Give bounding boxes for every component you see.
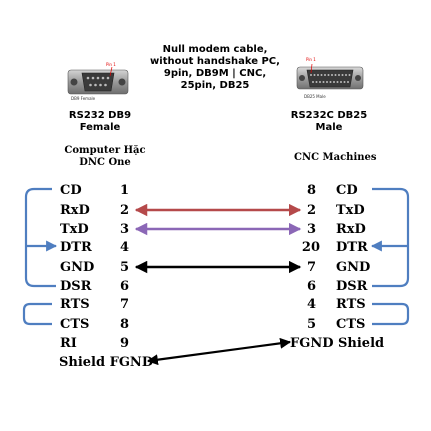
db9-name: RS232 DB9	[68, 110, 132, 121]
left-shield-label: Shield FGND	[59, 355, 153, 370]
db9-image-caption: DB9 Female	[71, 96, 96, 101]
right-pin-number-20: 20	[302, 240, 320, 255]
left-rts-cts-loop	[22, 302, 52, 326]
right-pin-number-4: 4	[307, 297, 316, 312]
right-signal-dtr: DTR	[336, 240, 368, 255]
db9-pin1-marker: Pin 1	[106, 62, 116, 67]
right-device-label: CNC Machines	[294, 152, 377, 163]
left-signal-cd: CD	[60, 183, 82, 198]
left-signal-gnd: GND	[60, 260, 94, 275]
right-pin-number-5: 5	[307, 317, 316, 332]
right-pin-number-8: 8	[307, 183, 316, 198]
left-device-label: Computer Hặc DNC One	[60, 145, 150, 169]
left-pin-number-1: 1	[120, 183, 129, 198]
db25-connector-label: RS232C DB25 Male	[286, 110, 372, 134]
left-device-label-line1: Computer Hặc	[64, 145, 146, 156]
left-signal-rxd: RxD	[60, 203, 90, 218]
shield-link	[146, 337, 292, 366]
left-pin-number-5: 5	[120, 260, 129, 275]
left-pin-number-6: 6	[120, 279, 129, 294]
right-signal-txd: TxD	[336, 203, 365, 218]
right-rts-cts-loop	[372, 302, 410, 326]
db25-name: RS232C DB25	[290, 110, 368, 121]
left-pin-number-8: 8	[120, 317, 129, 332]
left-signal-dtr: DTR	[60, 240, 92, 255]
right-cd-dtr-dsr-loop	[372, 187, 410, 288]
db9-connector-label: RS232 DB9 Female	[60, 110, 140, 134]
right-pin-number-6: 6	[307, 279, 316, 294]
db25-connector-image	[296, 62, 366, 102]
right-pin-number-3: 3	[307, 222, 316, 237]
left-pin-list: CD 1 RxD 2 TxD 3 DTR 4 GND 5 DSR 6 RTS 7…	[59, 183, 153, 370]
left-pin-number-9: 9	[120, 336, 129, 351]
left-device-label-line2: DNC One	[79, 157, 131, 168]
right-pin-list: 8 CD 2 TxD 3 RxD 20 DTR 7 GND 6 DSR 4 RT…	[290, 183, 384, 351]
left-signal-ri: RI	[60, 336, 77, 351]
left-signal-dsr: DSR	[60, 279, 92, 294]
right-signal-cts: CTS	[336, 317, 365, 332]
left-pin-number-7: 7	[120, 297, 129, 312]
left-pin-number-3: 3	[120, 222, 129, 237]
left-pin-number-2: 2	[120, 203, 129, 218]
right-pin-number-7: 7	[307, 260, 316, 275]
db9-connector-image	[66, 60, 132, 110]
db9-gender: Female	[79, 122, 121, 133]
right-signal-rxd: RxD	[336, 222, 366, 237]
right-signal-rts: RTS	[336, 297, 366, 312]
left-signal-txd: TxD	[60, 222, 89, 237]
db25-gender: Male	[315, 122, 343, 133]
left-signal-cts: CTS	[60, 317, 89, 332]
right-signal-dsr: DSR	[336, 279, 368, 294]
db25-image-caption: DB25 Male	[304, 94, 326, 99]
right-signal-gnd: GND	[336, 260, 370, 275]
left-pin-number-4: 4	[120, 240, 129, 255]
diagram-title: Null modem cable, without handshake PC, …	[150, 44, 280, 91]
right-pin-number-2: 2	[307, 203, 316, 218]
right-signal-cd: CD	[336, 183, 358, 198]
left-signal-rts: RTS	[60, 297, 90, 312]
left-cd-dtr-dsr-loop	[24, 187, 56, 288]
right-shield-label: FGND Shield	[290, 336, 384, 351]
db25-pin1-marker: Pin 1	[306, 57, 316, 62]
